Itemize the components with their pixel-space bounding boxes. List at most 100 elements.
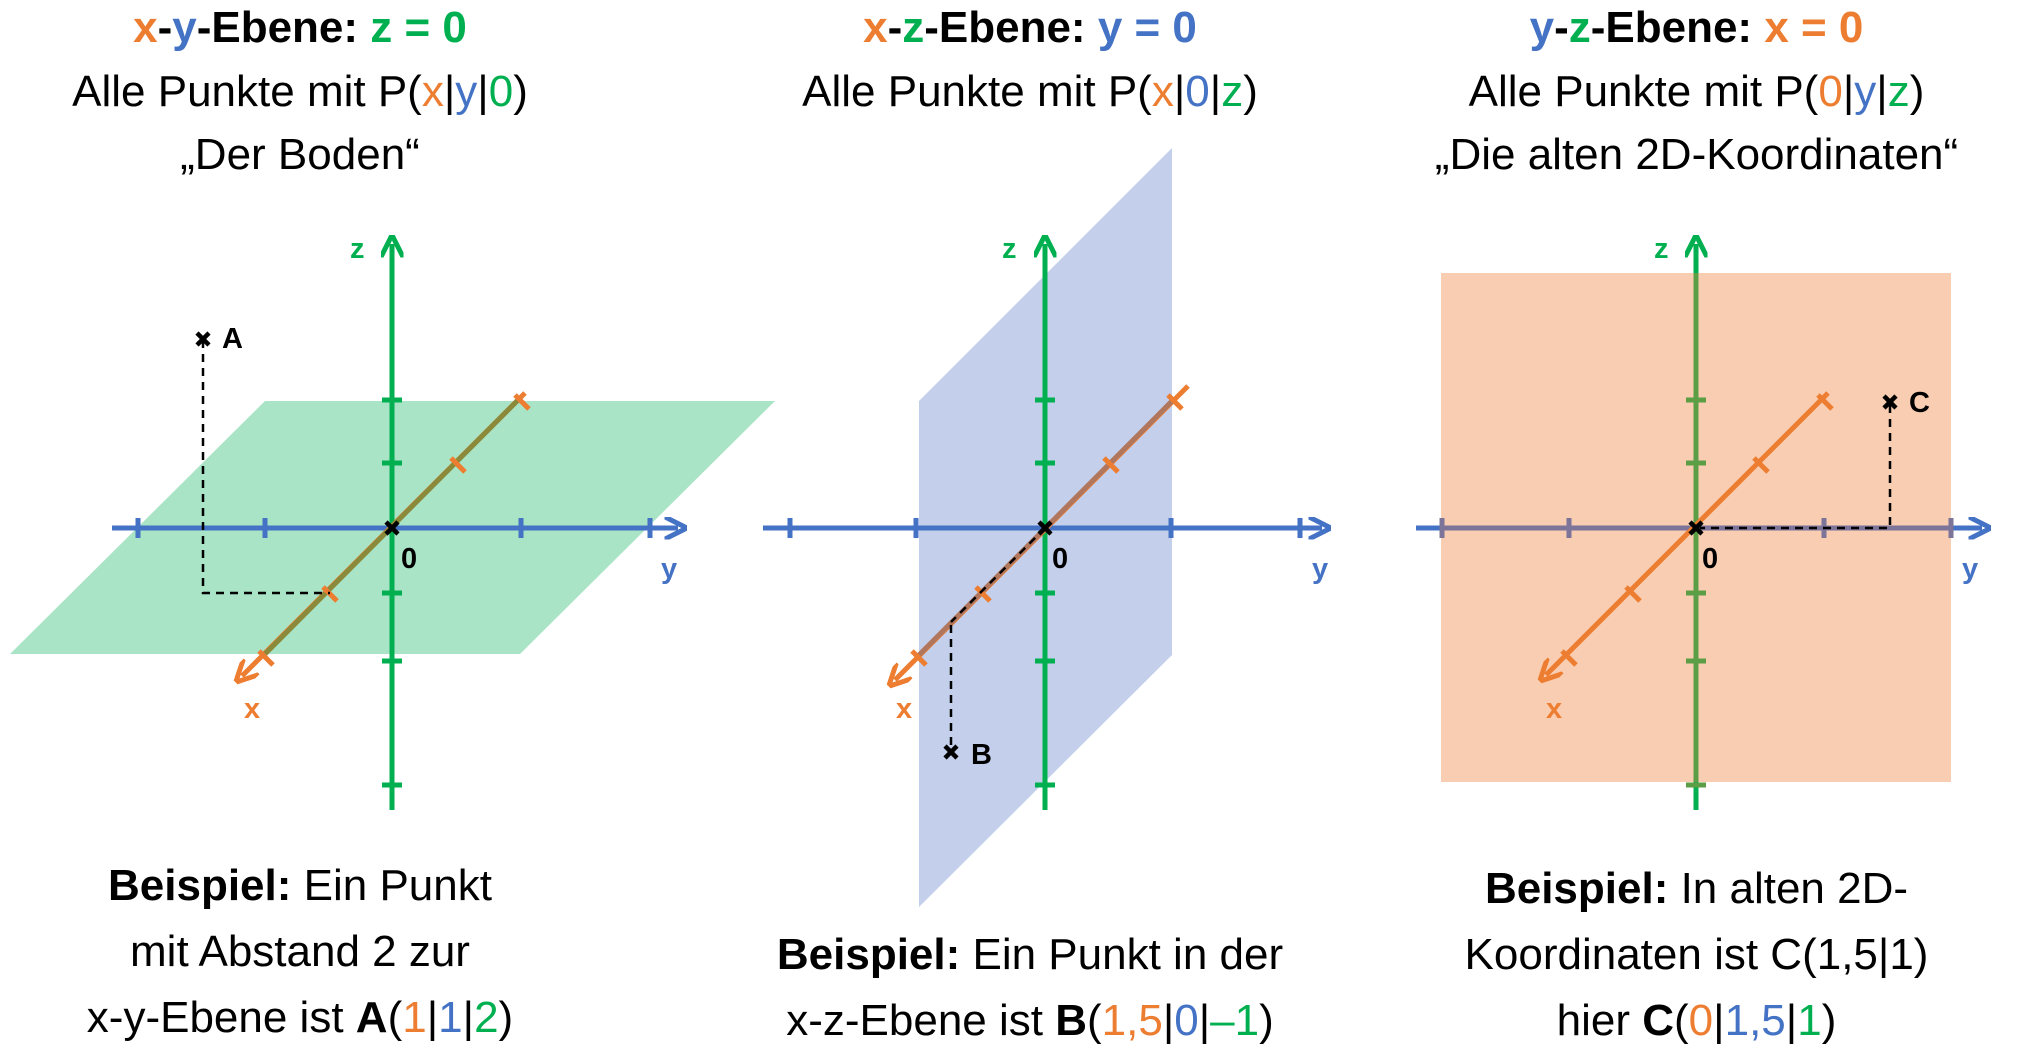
points-prefix: Alle Punkte mit P(	[802, 67, 1152, 116]
example-line1: Ein Punkt	[291, 861, 492, 910]
z-axis-label: z	[1002, 233, 1017, 265]
heading-rest: -Ebene:	[924, 3, 1098, 52]
coord-sep-1: |	[1842, 67, 1855, 116]
example-line1: In alten 2D-	[1668, 864, 1909, 913]
heading-xy: x-y-Ebene: z = 0	[0, 6, 600, 50]
heading-axis-a: y	[1529, 3, 1555, 52]
heading-axis-b: z	[902, 3, 925, 52]
coord-sep-2: |	[1209, 67, 1222, 116]
points-suffix: )	[1909, 67, 1925, 116]
example-sep2: |	[1785, 996, 1798, 1045]
x-axis-ticks	[910, 393, 1184, 667]
z-axis-label: z	[350, 233, 365, 265]
example-v3: 1	[1797, 996, 1822, 1045]
coord-sep-2: |	[1876, 67, 1888, 116]
point-c-marker	[1882, 394, 1898, 410]
figure-yz-plane: C 0 y z x	[1416, 233, 1982, 810]
z-axis-ticks	[382, 397, 402, 788]
example-bold: Beispiel:	[776, 930, 961, 979]
example-v3: 2	[474, 993, 499, 1042]
example-v1: 1	[402, 993, 427, 1042]
points-suffix: )	[513, 67, 528, 116]
example-line1: Ein Punkt in der	[960, 930, 1284, 979]
example-open: (	[387, 993, 403, 1042]
coord-1: x	[1151, 67, 1174, 116]
origin-marker	[1037, 520, 1053, 536]
heading-dash: -	[1554, 3, 1569, 52]
heading-xz: x-z-Ebene: y = 0	[700, 6, 1360, 50]
panel-xz-plane: x-z-Ebene: y = 0 Alle Punkte mit P(x|0|z…	[700, 0, 1360, 1046]
heading-rest: -Ebene:	[1590, 3, 1765, 52]
example-sep1: |	[1162, 996, 1175, 1045]
points-suffix: )	[1243, 67, 1258, 116]
coord-2: y	[1854, 67, 1877, 116]
heading-yz: y-z-Ebene: x = 0	[1360, 6, 2033, 50]
heading-equation: x = 0	[1764, 3, 1864, 52]
example-line2: Koordinaten ist C(1,5|1)	[1464, 930, 1929, 979]
example-v2: 1	[438, 993, 463, 1042]
example-point: B	[1055, 996, 1087, 1045]
example-sep2: |	[1198, 996, 1211, 1045]
origin-marker	[384, 520, 400, 536]
points-description: Alle Punkte mit P(0|y|z)	[1360, 70, 2033, 114]
x-axis	[1546, 391, 1830, 675]
example-bold: Beispiel:	[108, 861, 292, 910]
point-a-projection	[201, 340, 330, 595]
example-line3: hier	[1556, 996, 1643, 1045]
example-v2: 1,5	[1724, 996, 1786, 1045]
example-line2: mit Abstand 2 zur	[130, 927, 470, 976]
y-axis-label: y	[1312, 553, 1328, 585]
example-text: Beispiel: Ein Punkt in der x-z-Ebene ist…	[700, 922, 1360, 1054]
z-axis-ticks	[1686, 397, 1706, 788]
point-a-label: A	[222, 323, 243, 355]
example-sep1: |	[426, 993, 439, 1042]
coord-3: z	[1887, 67, 1910, 116]
plane-note: „Der Boden“	[180, 130, 420, 179]
example-bold: Beispiel:	[1484, 864, 1669, 913]
heading-axis-b: y	[172, 3, 197, 52]
coord-sep-1: |	[443, 67, 456, 116]
point-b-label: B	[971, 739, 992, 771]
example-close: )	[1259, 996, 1274, 1045]
points-description: Alle Punkte mit P(x|0|z)	[700, 70, 1360, 114]
point-a-marker	[195, 331, 211, 347]
heading-axis-a: x	[133, 3, 158, 52]
origin-label: 0	[1052, 543, 1068, 575]
x-axis-ticks	[1560, 393, 1834, 667]
x-axis-label: x	[244, 693, 260, 725]
coord-1: 0	[1818, 67, 1843, 116]
points-description: Alle Punkte mit P(x|y|0)	[0, 70, 600, 114]
plane-note: „Die alten 2D-Koordinaten“	[1434, 130, 1959, 179]
example-v2: 0	[1174, 996, 1199, 1045]
heading-dash: -	[157, 3, 173, 52]
heading-dash: -	[887, 3, 903, 52]
coord-sep-2: |	[477, 67, 489, 116]
point-c-label: C	[1909, 387, 1930, 419]
point-b-marker	[943, 744, 959, 760]
example-text: Beispiel: Ein Punkt mit Abstand 2 zur x-…	[0, 853, 600, 1051]
origin-label: 0	[1702, 543, 1718, 575]
figure-xy-plane: A 0 y z x	[10, 233, 775, 810]
coord-2: y	[455, 67, 478, 116]
y-axis-ticks	[787, 518, 1303, 538]
y-axis-label: y	[661, 553, 677, 585]
example-sep1: |	[1713, 996, 1725, 1045]
figure-xz-plane: B 0 y z x	[763, 148, 1328, 907]
coord-2: 0	[1185, 67, 1210, 116]
panel-yz-plane: y-z-Ebene: x = 0 Alle Punkte mit P(0|y|z…	[1360, 0, 2033, 1046]
example-open: (	[1674, 996, 1689, 1045]
example-v1: 0	[1688, 996, 1714, 1045]
example-close: )	[1821, 996, 1837, 1045]
z-axis-label: z	[1654, 233, 1669, 265]
example-point: C	[1642, 996, 1675, 1045]
heading-rest: -Ebene:	[196, 3, 371, 52]
example-close: )	[498, 993, 514, 1042]
panel-xy-plane: x-y-Ebene: z = 0 Alle Punkte mit P(x|y|0…	[0, 0, 600, 1043]
x-axis-label: x	[896, 693, 912, 725]
coord-3: z	[1221, 67, 1244, 116]
heading-axis-a: x	[863, 3, 888, 52]
heading-axis-b: z	[1568, 3, 1591, 52]
example-v3: –1	[1210, 996, 1260, 1045]
example-sep2: |	[462, 993, 475, 1042]
example-v1: 1,5	[1101, 996, 1163, 1045]
